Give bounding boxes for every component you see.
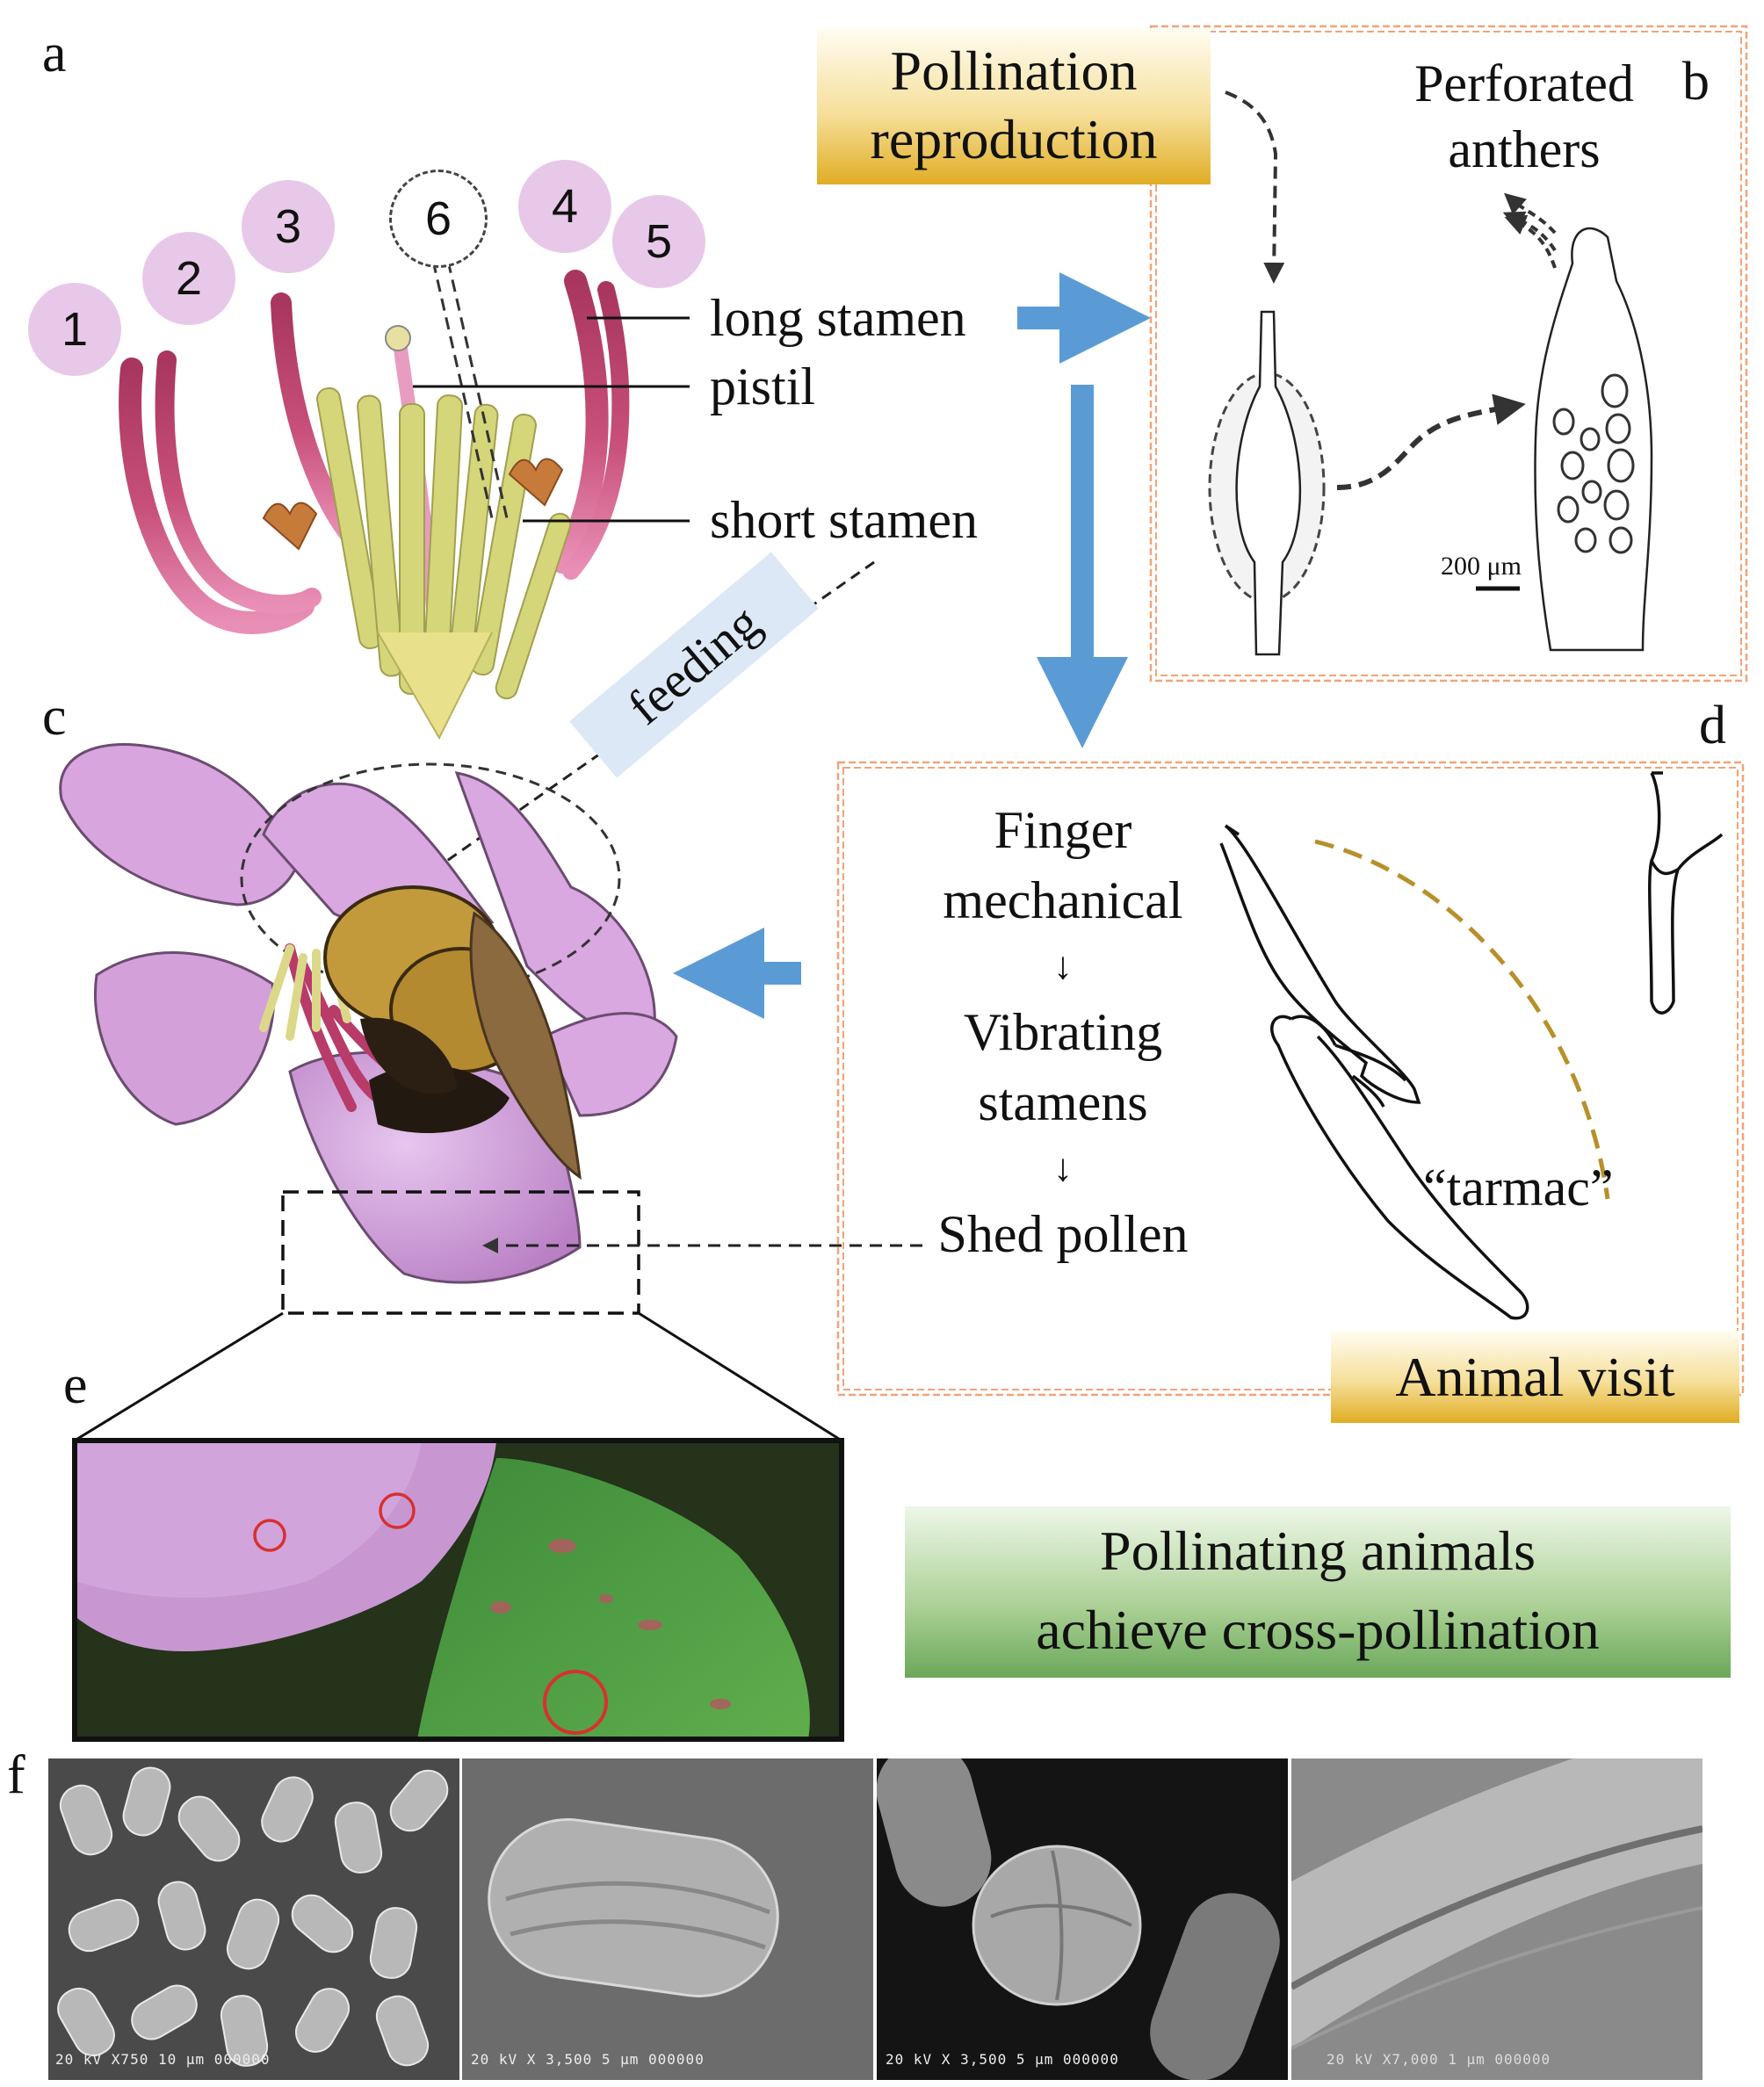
panel-label-f: f (7, 1745, 25, 1805)
step-mechanical: mechanical (943, 871, 1183, 929)
sem-image-1: 20 kV X750 10 μm 000000 (48, 1758, 459, 2080)
tarmac-label: “tarmac” (1423, 1159, 1614, 1217)
stamen-number-3: 3 (242, 180, 335, 273)
down-arrow-1: ↓ (1053, 944, 1073, 987)
sem-grain-polar (877, 1758, 1288, 2080)
sem-caption-1: 20 kV X750 10 μm 000000 (55, 2051, 271, 2068)
panel-label-c: c (42, 687, 67, 747)
label-long-stamen: long stamen (710, 289, 966, 347)
down-arrow-2: ↓ (1053, 1146, 1073, 1189)
sem-single-grain (462, 1758, 873, 2080)
flower-with-bee (59, 743, 922, 1315)
stamen-number-1: 1 (28, 283, 121, 376)
perforated-line2: anthers (1448, 120, 1601, 178)
sem-image-4: 20 kV X7,000 1 μm 000000 (1291, 1758, 1703, 2080)
perforated-line1: Perforated (1414, 54, 1634, 112)
stamen-number-2: 2 (142, 232, 235, 325)
pollination-line1: Pollination (890, 40, 1138, 102)
sem-surface-detail (1291, 1758, 1703, 2080)
step-vibrating: Vibrating (963, 1003, 1163, 1061)
stamen-number-4: 4 (518, 160, 611, 253)
perforated-anthers-label: Perforated anthers (1379, 51, 1669, 183)
stamen-illustration (119, 270, 630, 740)
sem-pollen-cluster (48, 1758, 459, 2080)
anther-drawings (1208, 90, 1653, 656)
step-finger: Finger (994, 801, 1132, 859)
panel-label-a: a (42, 24, 67, 83)
pollination-line2: reproduction (870, 108, 1158, 171)
sem-image-2: 20 kV X 3,500 5 μm 000000 (462, 1758, 873, 2080)
panel-label-b: b (1682, 52, 1710, 112)
sem-image-3: 20 kV X 3,500 5 μm 000000 (877, 1758, 1288, 2080)
mechanism-steps: Finger mechanical ↓ Vibrating stamens ↓ … (905, 795, 1221, 1269)
cross-line2: achieve cross-pollination (1036, 1598, 1600, 1661)
cross-line1: Pollinating animals (1100, 1520, 1536, 1582)
pollination-reproduction-box: Pollination reproduction (817, 28, 1211, 184)
cross-pollination-box: Pollinating animals achieve cross-pollin… (905, 1506, 1731, 1678)
sem-caption-3: 20 kV X 3,500 5 μm 000000 (886, 2051, 1119, 2068)
sem-caption-2: 20 kV X 3,500 5 μm 000000 (471, 2051, 705, 2068)
stamen-number-6: 6 (389, 170, 488, 268)
step-stamens: stamens (978, 1073, 1148, 1131)
panel-label-e: e (63, 1355, 88, 1415)
stamen-number-5: 5 (612, 195, 705, 288)
label-short-stamen: short stamen (710, 491, 978, 549)
tarmac-drawing (1219, 771, 1724, 1320)
panel-label-d: d (1699, 696, 1726, 755)
label-pistil: pistil (710, 357, 816, 415)
sem-caption-4: 20 kV X7,000 1 μm 000000 (1327, 2051, 1551, 2068)
scale-bar-label: 200 μm (1441, 552, 1522, 581)
animal-visit-box: Animal visit (1331, 1331, 1739, 1423)
step-shed-pollen: Shed pollen (937, 1205, 1189, 1263)
pollen-photo (72, 1438, 844, 1742)
